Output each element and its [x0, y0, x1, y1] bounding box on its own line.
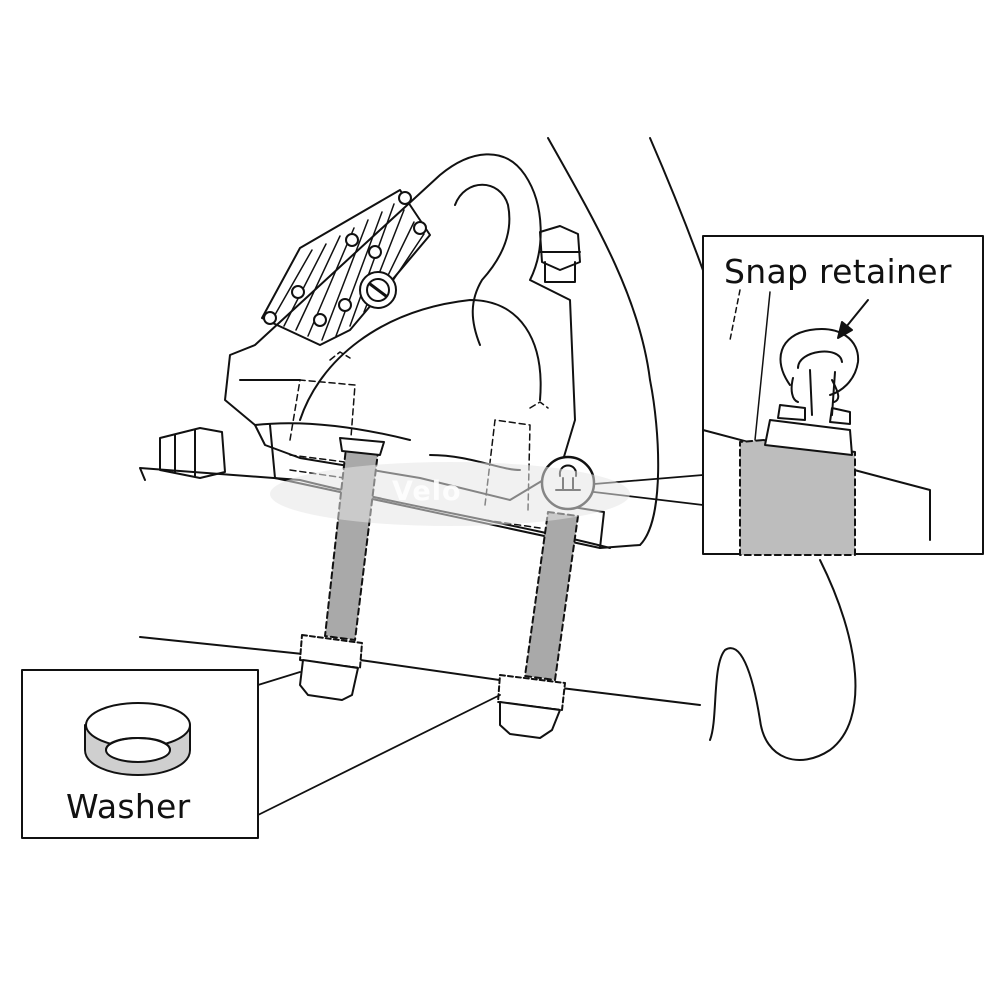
- washer-leader: [257, 671, 501, 816]
- washer-left: [299, 634, 363, 669]
- watermark-badge: [270, 462, 630, 526]
- caliper-inner-arch: [454, 183, 511, 346]
- caliper-body: [224, 153, 576, 501]
- washer-icon: [84, 702, 191, 776]
- washer-label: Washer: [66, 787, 191, 826]
- hose-fitting: [159, 427, 226, 479]
- cooling-fin-plate: [261, 189, 431, 346]
- bleed-nipple: [539, 225, 581, 283]
- fin-plate-rivets: [263, 191, 427, 327]
- bolt-enlarged: [739, 439, 856, 556]
- cooling-fin-hatching: [271, 203, 425, 341]
- caliper-edge-lines: [239, 379, 521, 471]
- snap-retainer-label: Snap retainer: [724, 252, 952, 291]
- frame-surface-lower: [139, 636, 701, 706]
- watermark-text: Velo: [392, 476, 462, 507]
- caliper-cheek: [299, 299, 542, 421]
- bolt-right: [497, 511, 579, 739]
